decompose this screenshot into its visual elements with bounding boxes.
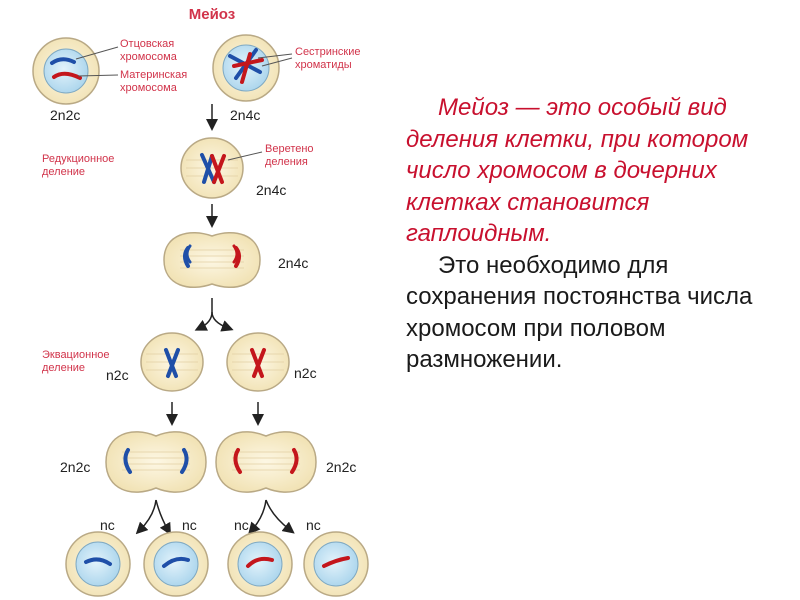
reduction-division-label: Редукционное деление <box>42 153 117 178</box>
cell-metaphase-2-left <box>140 332 204 392</box>
formula-metaphase1: 2n4c <box>256 182 286 198</box>
cell-interphase-2n4c <box>212 34 280 102</box>
meiosis-definition: Мейоз — это особый вид деления клетки, п… <box>406 94 749 247</box>
gamete-cell <box>143 531 209 597</box>
cell-metaphase-1 <box>180 137 244 199</box>
sister-chromatids-label: Сестринские хроматиды <box>295 46 364 71</box>
diagram-title: Мейоз <box>189 6 235 23</box>
paternal-chromosome <box>50 57 76 65</box>
formula-right-anaphase2: 2n2c <box>326 459 356 475</box>
cell-anaphase-2-left <box>105 431 207 493</box>
split-arrow <box>211 311 234 332</box>
cell-interphase-2n2c <box>32 37 100 105</box>
text-panel: Мейоз — это особый вид деления клетки, п… <box>406 92 798 376</box>
cell-anaphase-2-right <box>215 431 317 493</box>
cell-anaphase-1 <box>163 232 261 288</box>
equational-division-label: Эквационное деление <box>42 349 113 374</box>
split-arrow <box>265 499 295 534</box>
maternal-chromosome <box>52 71 82 80</box>
formula-cell1: 2n2c <box>50 107 80 123</box>
spindle-label: Веретено деления <box>265 143 317 168</box>
gamete-cell <box>227 531 293 597</box>
gamete-cell <box>65 531 131 597</box>
formula-left-metaphase2: n2c <box>106 367 129 383</box>
cell-metaphase-2-right <box>226 332 290 392</box>
split-arrow <box>155 499 171 536</box>
meiosis-diagram: Мейоз Отцовская хромосома Материнская хр… <box>32 6 369 597</box>
gamete-cell <box>303 531 369 597</box>
formula-gamete-left1: nc <box>100 517 115 533</box>
sister-chromatid <box>240 52 252 84</box>
formula-anaphase1: 2n4c <box>278 255 308 271</box>
meiosis-explanation: Это необходимо для сохранения постоянств… <box>406 251 753 374</box>
maternal-label: Материнская хромосома <box>120 69 190 94</box>
formula-gamete-right2: nc <box>306 517 321 533</box>
split-arrow <box>194 298 213 331</box>
formula-left-anaphase2: 2n2c <box>60 459 90 475</box>
split-arrow <box>248 499 267 535</box>
formula-right-metaphase2: n2c <box>294 365 317 381</box>
formula-gamete-right1: nc <box>234 517 249 533</box>
split-arrow <box>135 499 157 535</box>
paternal-label: Отцовская хромосома <box>120 38 178 63</box>
formula-gamete-left2: nc <box>182 517 197 533</box>
formula-cell2: 2n4c <box>230 107 260 123</box>
